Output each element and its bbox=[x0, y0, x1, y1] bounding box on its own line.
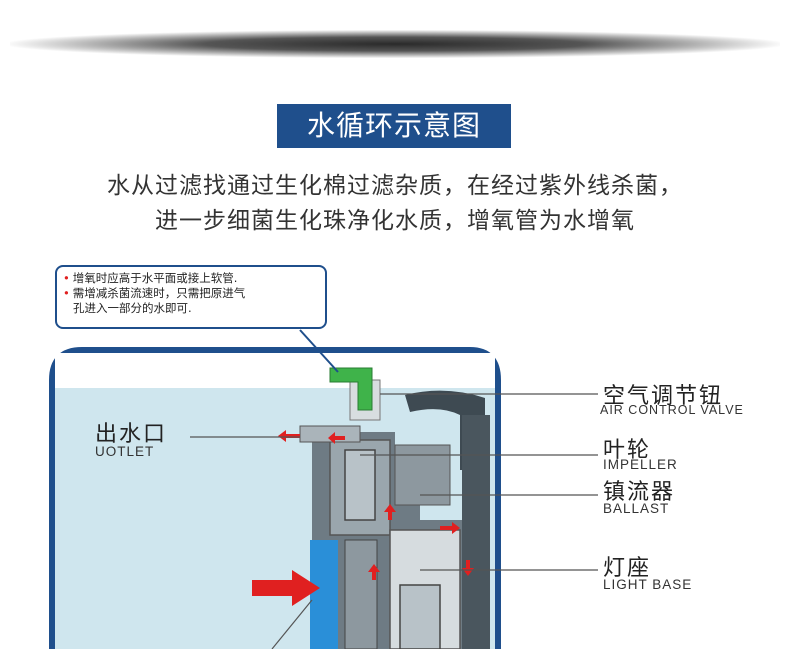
note-pointer-line bbox=[299, 329, 339, 373]
subtitle-line-1: 水从过滤找通过生化棉过滤杂质，在经过紫外线杀菌， bbox=[107, 173, 683, 199]
page-title: 水循环示意图 bbox=[277, 104, 511, 148]
left-arrow-1 bbox=[328, 432, 345, 444]
right-arrow-1 bbox=[440, 522, 460, 534]
ballast bbox=[394, 444, 451, 506]
label-outlet-cn: 出水口 bbox=[95, 422, 168, 447]
label-outlet-en: UOTLET bbox=[95, 444, 155, 459]
outlet-arrow bbox=[278, 430, 300, 442]
air-tube-green bbox=[329, 367, 373, 411]
label-impeller-cn: 叶轮 bbox=[603, 438, 652, 463]
note-item-3: 孔进入一部分的水即可. bbox=[73, 301, 192, 315]
right-filter-column bbox=[462, 415, 490, 649]
tank-outline bbox=[49, 347, 501, 649]
note-item-1: •增氧时应高于水平面或接上软管. bbox=[63, 271, 238, 285]
light-base bbox=[399, 584, 441, 649]
impeller bbox=[344, 449, 376, 521]
up-arrow-1 bbox=[384, 504, 396, 520]
inlet-big-arrow bbox=[252, 570, 320, 606]
label-ballast-en: BALLAST bbox=[603, 501, 670, 516]
bullet-dot: • bbox=[63, 271, 70, 285]
label-light-base-cn: 灯座 bbox=[603, 556, 652, 581]
leader-inlet bbox=[271, 599, 313, 649]
label-air-valve-en: AIR CONTROL VALVE bbox=[600, 403, 744, 417]
inner-column bbox=[344, 539, 378, 649]
up-arrow-2 bbox=[368, 564, 380, 580]
inlet-panel bbox=[310, 540, 338, 649]
label-light-base-en: LIGHT BASE bbox=[603, 577, 693, 592]
flow-arrows bbox=[252, 430, 474, 606]
bullet-dot: • bbox=[63, 286, 70, 300]
subtitle-line-2: 进一步细菌生化珠净化水质，增氧管为水增氧 bbox=[155, 208, 635, 234]
label-impeller-en: IMPELLER bbox=[603, 457, 678, 472]
label-ballast-cn: 镇流器 bbox=[603, 480, 676, 505]
note-item-2: •需增减杀菌流速时，只需把原进气 bbox=[63, 286, 246, 300]
note-box: •增氧时应高于水平面或接上软管. •需增减杀菌流速时，只需把原进气 孔进入一部分… bbox=[55, 265, 327, 329]
down-arrow-1 bbox=[462, 560, 474, 576]
top-shadow-divider bbox=[10, 30, 780, 58]
tank-air-space bbox=[55, 353, 495, 388]
label-air-valve-cn: 空气调节钮 bbox=[603, 384, 724, 409]
